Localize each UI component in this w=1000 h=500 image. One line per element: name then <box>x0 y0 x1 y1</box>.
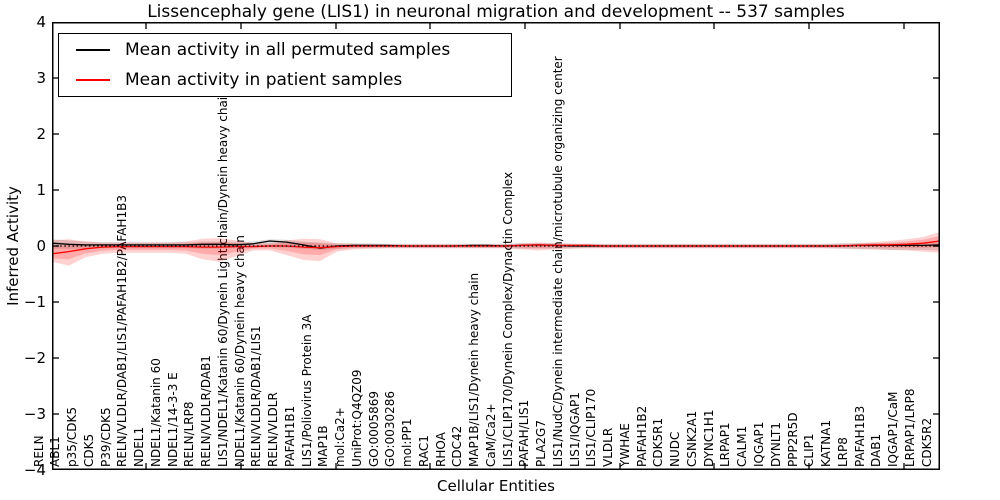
chart-title: Lissencephaly gene (LIS1) in neuronal mi… <box>147 2 845 22</box>
x-tick-label: YWHAE <box>617 422 632 467</box>
x-axis-label: Cellular Entities <box>437 477 555 495</box>
x-tick-label: RELN/VLDLR/DAB1/LIS1 <box>249 325 264 467</box>
patient-range-band <box>52 232 940 266</box>
x-tick-label: RHOA <box>433 432 448 467</box>
x-tick-label: p35/CDK5 <box>65 406 79 467</box>
x-tick-label: LIS1/CLIP170 <box>584 388 599 467</box>
x-tick-label: CDC42 <box>450 425 465 467</box>
legend-item: Mean activity in patient samples <box>59 66 511 93</box>
x-tick-label: PAFAH1B1 <box>282 405 297 467</box>
legend-label: Mean activity in patient samples <box>125 69 403 90</box>
y-tick-label: −2 <box>23 349 46 367</box>
y-tick-label: −1 <box>23 293 46 311</box>
x-tick-label: CDK5R1 <box>651 417 666 467</box>
x-tick-label: RELN/LRP8 <box>182 401 197 467</box>
x-tick-label: CSNK2A1 <box>684 410 699 467</box>
x-tick-label: MAP1B <box>316 425 331 467</box>
x-tick-label: LIS1/CLIP170/Dynein Complex/Dynactin Com… <box>500 171 515 467</box>
x-tick-label: IQGAP1/CaM <box>886 391 900 468</box>
y-tick-label: 1 <box>36 181 46 199</box>
x-tick-label: NDEL1/14-3-3 E <box>165 372 180 467</box>
y-tick-label: 2 <box>36 125 46 143</box>
x-tick-label: LRP8 <box>835 437 850 467</box>
x-tick-label: DYNC1H1 <box>701 409 716 467</box>
patient-range-band-inner <box>52 236 940 260</box>
x-tick-label: DAB1 <box>869 433 884 467</box>
x-tick-label: LIS1/Poliovirus Protein 3A <box>299 314 314 467</box>
x-tick-label: PPP2R5D <box>785 412 800 467</box>
x-tick-label: RELN <box>31 435 46 467</box>
y-tick-label: 3 <box>36 69 46 87</box>
x-tick-label: GO:0005869 <box>366 390 381 467</box>
x-tick-label: KATNA1 <box>819 419 833 467</box>
legend-item: Mean activity in all permuted samples <box>59 37 511 64</box>
x-tick-label: VLDLR <box>601 427 616 467</box>
x-tick-label: P39/CDK5 <box>98 407 113 467</box>
x-tick-label: NDEL1/Katanin 60/Dynein heavy chain <box>232 235 247 467</box>
x-tick-label: CDK5R2 <box>919 417 934 467</box>
x-tick-label: PAFAH1B2 <box>634 405 649 467</box>
x-tick-label: NUDC <box>668 431 683 467</box>
y-tick-label: 0 <box>36 237 46 255</box>
x-tick-label: LRPAP1/LRP8 <box>902 388 917 467</box>
x-tick-label: CaM/Ca2+ <box>483 403 498 467</box>
x-tick-label: NDEL1 <box>132 426 146 467</box>
x-tick-label: RELN/VLDLR/DAB1/LIS1/PAFAH1B2/PAFAH1B3 <box>115 195 130 467</box>
x-tick-label: LIS1/NudC/Dynein intermediate chain/micr… <box>550 56 565 467</box>
x-tick-label: CALM1 <box>735 425 750 467</box>
x-tick-label: PAFAH1B3 <box>852 405 867 467</box>
x-tick-label: CLIP1 <box>802 433 817 467</box>
y-tick-label: −3 <box>23 405 46 423</box>
x-tick-label: RELN/VLDLR/DAB1 <box>199 355 213 467</box>
x-tick-label: LIS1/IQGAP1 <box>567 392 582 467</box>
x-tick-label: mol:Ca2+ <box>333 407 348 467</box>
series-line <box>52 240 940 255</box>
x-tick-label: PLA2G7 <box>534 420 549 467</box>
x-tick-label: RAC1 <box>416 435 431 467</box>
y-tick-label: −4 <box>23 461 46 479</box>
x-tick-label: MAP1B/LIS1/Dynein heavy chain <box>467 272 482 467</box>
x-tick-label: mol:PP1 <box>400 418 415 467</box>
x-tick-label: LIS1/NDEL1/Katanin 60/Dynein Light chain… <box>215 89 230 467</box>
y-tick-label: 4 <box>36 13 46 31</box>
series-line <box>52 240 940 249</box>
legend-line-icon <box>76 78 110 81</box>
x-tick-label: ABL1 <box>48 436 63 467</box>
legend-line-icon <box>76 49 110 52</box>
legend-label: Mean activity in all permuted samples <box>125 40 451 61</box>
x-tick-label: GO:0030286 <box>383 390 398 467</box>
y-axis-label: Inferred Activity <box>4 186 22 306</box>
x-tick-label: NDEL1/Katanin 60 <box>148 358 163 467</box>
x-tick-label: DYNLT1 <box>768 422 783 467</box>
x-tick-label: CDK5 <box>81 433 96 467</box>
x-tick-label: IQGAP1 <box>752 421 766 467</box>
permuted-range-band <box>52 239 940 251</box>
x-tick-label: LRPAP1 <box>718 422 733 467</box>
x-tick-label: UniProt:Q4QZ09 <box>349 369 364 467</box>
x-tick-label: RELN/VLDLR <box>266 392 281 467</box>
x-tick-label: PAFAH/LIS1 <box>517 399 532 467</box>
